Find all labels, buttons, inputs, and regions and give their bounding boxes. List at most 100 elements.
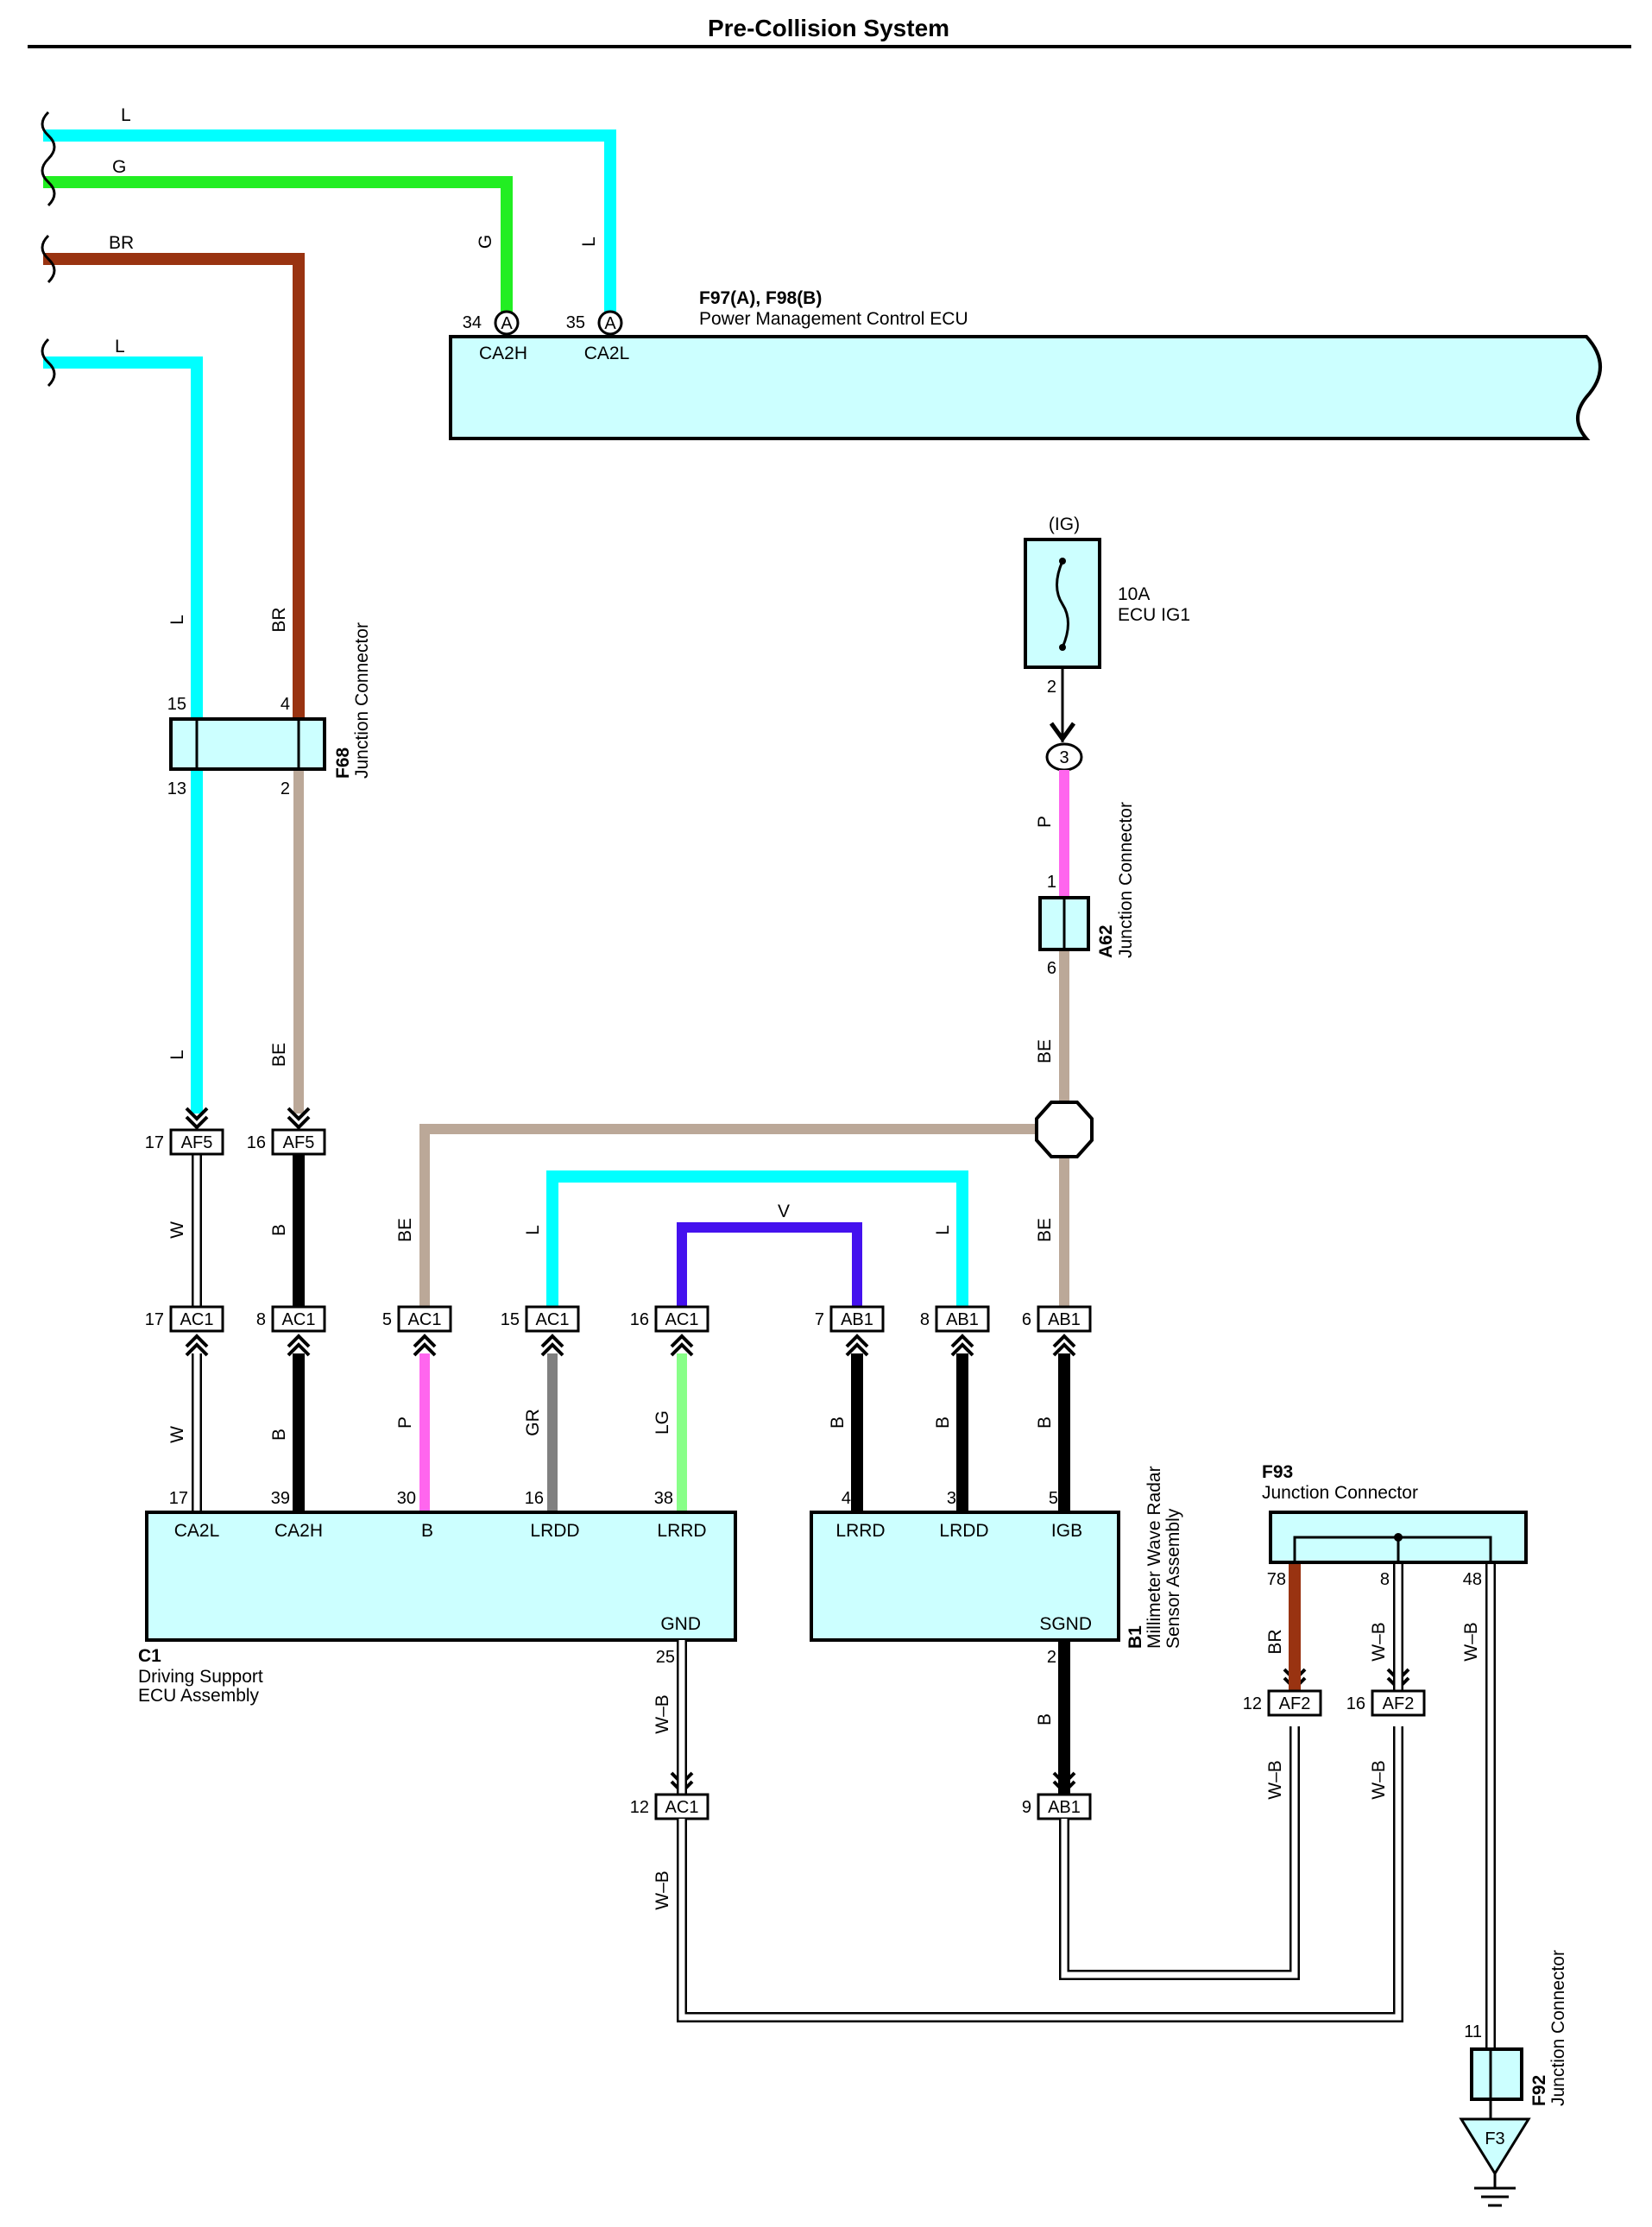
f93-code: F93	[1262, 1462, 1293, 1482]
connector-ab1-6: AB1	[1037, 1305, 1092, 1333]
f68-pin4: 4	[281, 695, 290, 714]
label-f68-in-br: BR	[269, 607, 289, 632]
label-v: V	[778, 1202, 790, 1221]
label-f68-out-be: BE	[269, 1043, 289, 1067]
connector-chevrons	[185, 1107, 1410, 1795]
ecu-pin35-circle	[597, 310, 623, 336]
chevron-af5-16-icon	[287, 1107, 311, 1130]
connector-ac1-16: AC1	[654, 1305, 709, 1333]
label-p-a62: P	[1035, 816, 1055, 828]
fuse-pin2: 2	[1047, 678, 1056, 697]
chevron-up-2-icon	[413, 1334, 437, 1357]
label-gnd-wb: W–B	[653, 1694, 672, 1734]
label-b1-b5: B	[1035, 1416, 1055, 1429]
b1-pin-2: 3	[947, 1489, 956, 1508]
c1-pin-4: 16	[525, 1489, 544, 1508]
label-c1-w: W	[167, 1426, 187, 1443]
label-c1-lg: LG	[653, 1410, 672, 1435]
label-f93-br: BR	[1265, 1629, 1285, 1654]
c1-term-4: LRDD	[530, 1521, 579, 1541]
c1-term-5: LRRD	[657, 1521, 706, 1541]
f68-name: Junction Connector	[352, 622, 372, 779]
ecu-code: F97(A), F98(B)	[699, 288, 822, 308]
fuse-conn-3: 3	[1059, 748, 1069, 767]
label-sgnd-b: B	[1035, 1713, 1055, 1725]
b1-term-2: LRDD	[939, 1521, 988, 1541]
chevron-up-3-icon	[540, 1334, 564, 1357]
f68-code: F68	[333, 747, 353, 779]
af2-pin16: 16	[1346, 1694, 1365, 1713]
ac1-pin17: 17	[145, 1310, 164, 1329]
ac1-pin5: 5	[382, 1310, 392, 1329]
f68-junction-connector	[169, 717, 326, 771]
ab1-label-b: AB1	[946, 1310, 979, 1329]
fuse-dot-top	[1059, 558, 1066, 565]
ac1-label-f: AC1	[665, 1798, 699, 1817]
connector-af5-16: AF5	[271, 1128, 326, 1156]
wire-g	[43, 176, 513, 321]
ecu-pin34: 34	[463, 313, 482, 332]
chevron-up-6-icon	[950, 1334, 974, 1357]
label-f68-out-l: L	[167, 1050, 187, 1060]
connector-af5-17: AF5	[169, 1128, 224, 1156]
label-af5-w: W	[167, 1221, 187, 1239]
fuse-symbol-icon	[1056, 560, 1069, 648]
f93-junction-dot	[1394, 1533, 1403, 1542]
b1-sgnd-pin: 2	[1047, 1648, 1056, 1667]
label-vert-l: L	[579, 237, 599, 247]
label-l-loop-b: L	[933, 1225, 953, 1235]
label-gnd-wb2: W–B	[653, 1871, 672, 1910]
label-af5-b: B	[269, 1224, 289, 1236]
b1-radar-sensor-assembly	[810, 1511, 1120, 1642]
ac1-label-a: AC1	[180, 1310, 214, 1329]
wire-break-marks	[41, 110, 56, 388]
connector-ac1-5: AC1	[397, 1305, 452, 1333]
label-af2-wb12: W–B	[1265, 1760, 1285, 1800]
af5-label-a: AF5	[181, 1133, 213, 1152]
ac1-pin8: 8	[256, 1310, 266, 1329]
a62-code: A62	[1096, 924, 1116, 958]
label-top-g: G	[112, 157, 126, 177]
label-be-branch: BE	[395, 1218, 415, 1242]
ac1-label-c: AC1	[408, 1310, 442, 1329]
f93-pin48: 48	[1463, 1570, 1482, 1589]
ab1-label-a: AB1	[841, 1310, 873, 1329]
connector-ab1-7: AB1	[829, 1305, 885, 1333]
c1-name1: Driving Support	[138, 1667, 263, 1687]
label-vert-g: G	[476, 235, 495, 249]
wire-l-left	[43, 356, 203, 721]
f92-code: F92	[1529, 2075, 1549, 2106]
b1-term-3: IGB	[1051, 1521, 1082, 1541]
b1-sgnd: SGND	[1039, 1614, 1092, 1634]
ab1-pin7: 7	[815, 1310, 824, 1329]
ecu-pin34-circle	[494, 310, 520, 336]
af5-label-b: AF5	[283, 1133, 315, 1152]
b1-pin-1: 4	[842, 1489, 851, 1508]
f68-pin13: 13	[167, 779, 186, 798]
a62-name: Junction Connector	[1116, 802, 1136, 958]
label-f93-wb48: W–B	[1461, 1622, 1481, 1662]
ecu-pin35: 35	[566, 313, 585, 332]
af2-label-b: AF2	[1383, 1694, 1415, 1713]
ac1-pin12: 12	[630, 1798, 649, 1817]
f92-name: Junction Connector	[1548, 1950, 1568, 2106]
wire-br	[43, 253, 305, 721]
ac1-pin15: 15	[501, 1310, 520, 1329]
a62-pin1: 1	[1047, 873, 1056, 892]
c1-term-1: CA2L	[174, 1521, 220, 1541]
b1-name1: Millimeter Wave Radar	[1144, 1466, 1164, 1649]
wire-v	[677, 1222, 862, 1308]
label-c1-b: B	[269, 1429, 289, 1441]
ecu-term-ca2h: CA2H	[479, 344, 527, 363]
chevron-up-7-icon	[1052, 1334, 1076, 1357]
fuse-dot-bottom	[1059, 644, 1066, 651]
chevron-up-0-icon	[185, 1334, 209, 1357]
chevron-up-1-icon	[287, 1334, 311, 1357]
f68-pin15: 15	[167, 695, 186, 714]
b1-name2: Sensor Assembly	[1163, 1508, 1183, 1649]
label-be-a62: BE	[1035, 1039, 1055, 1063]
c1-code: C1	[138, 1646, 161, 1666]
b1-term-1: LRRD	[835, 1521, 885, 1541]
connector-ac1-8: AC1	[271, 1305, 326, 1333]
